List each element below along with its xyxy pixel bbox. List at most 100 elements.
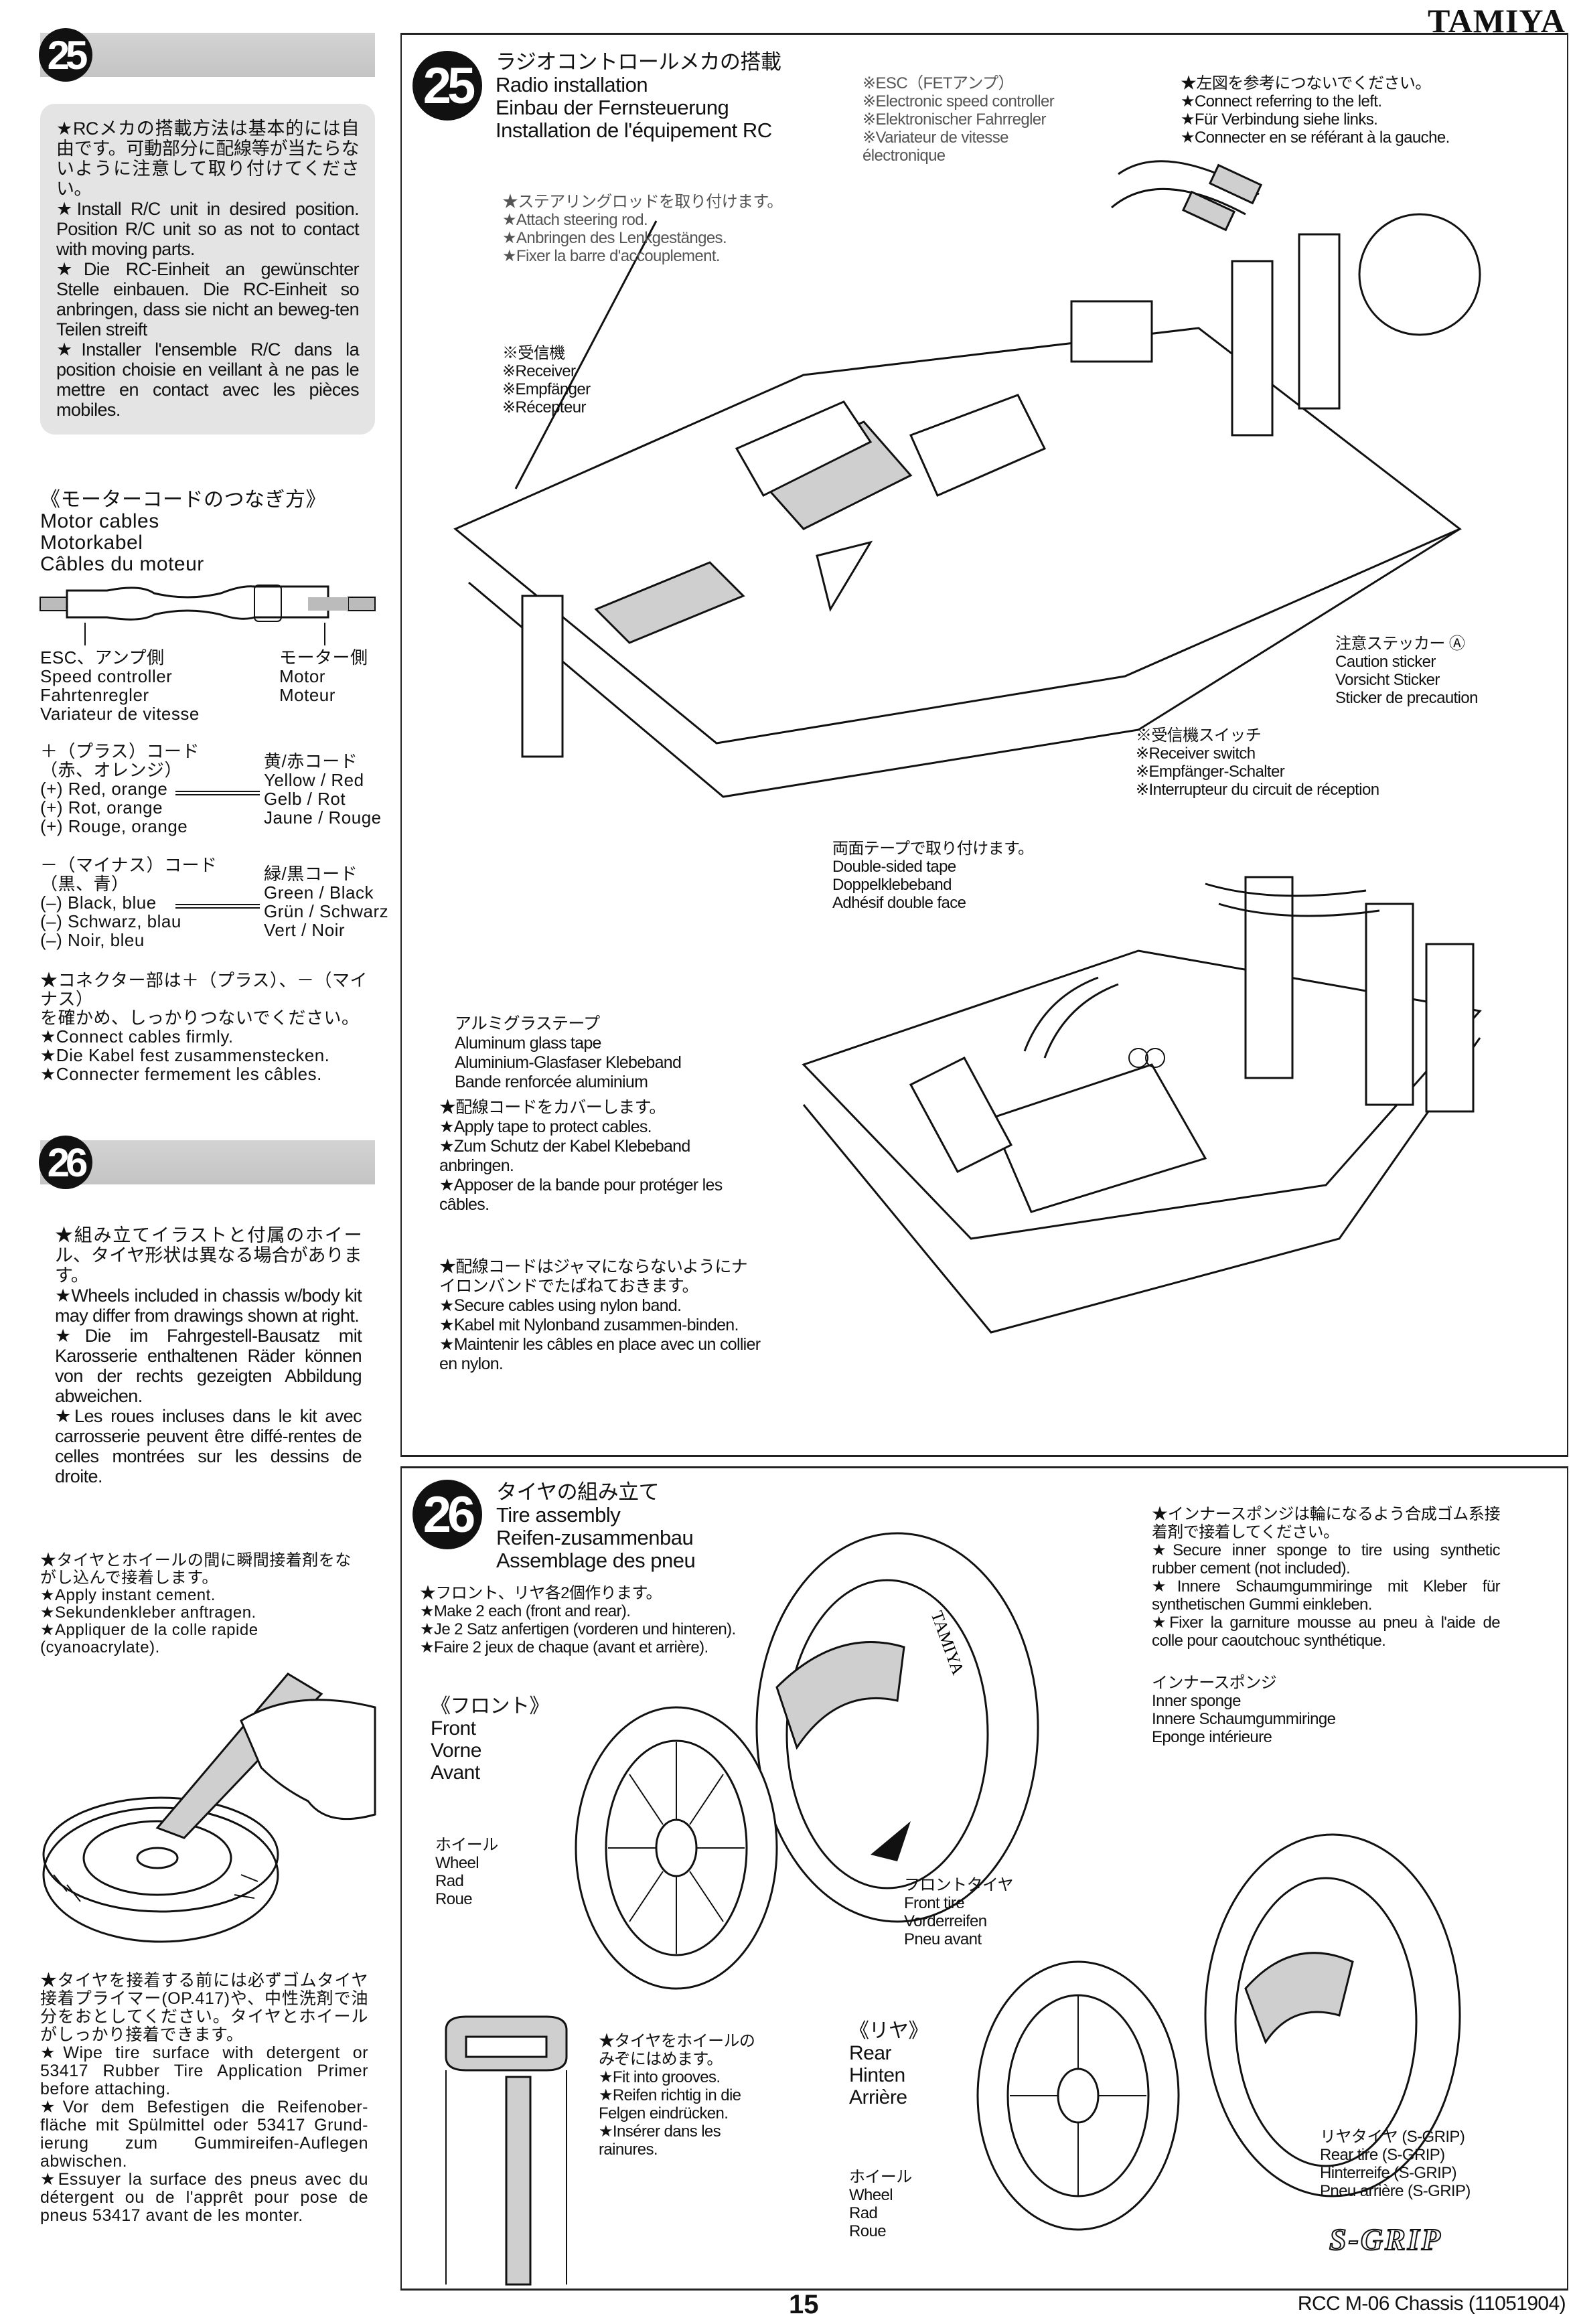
- tamiya-logo: TAMIYA: [1427, 2, 1566, 40]
- text-line: ★Insérer dans les: [599, 2122, 721, 2141]
- text-line: ※Empfänger-Schalter: [1136, 763, 1285, 781]
- text-line: Installation de l'équipement RC: [496, 119, 772, 142]
- text-line: ※受信機スイッチ: [1136, 726, 1262, 745]
- text-line: ★Install R/C unit in desired position. P…: [56, 199, 360, 259]
- text-line: ★ステアリングロッドを取り付けます。: [502, 193, 783, 211]
- plus-connect-line: [175, 791, 260, 795]
- text-line: Rad: [849, 2204, 878, 2222]
- text-line: 両面テープで取り付けます。: [832, 840, 1034, 858]
- text-line: ★Vor dem Befestigen die Reifenober-fläch…: [40, 2098, 368, 2171]
- step25-number: 25: [47, 32, 88, 78]
- text-line: Yellow / Red: [264, 770, 364, 790]
- text-line: électronique: [862, 147, 946, 165]
- make-two-each-note: ★フロント、リヤ各2個作ります。★Make 2 each (front and …: [420, 1584, 795, 1656]
- text-line: ★Wipe tire surface with detergent or 534…: [40, 2043, 368, 2098]
- text-line: 《リヤ》: [849, 2020, 929, 2042]
- text-line: ★左図を参考につないでください。: [1181, 74, 1431, 92]
- motor-connector-diagram: [40, 585, 376, 645]
- text-line: Doppelklebeband: [832, 876, 952, 894]
- text-line: Front tire: [904, 1894, 965, 1912]
- text-line: Avant: [431, 1762, 480, 1784]
- text-line: 緑/黒コード: [264, 864, 358, 884]
- text-line: ★インナースポンジは輪になるよう合成ゴム系接着剤で接着してください。: [1152, 1505, 1501, 1541]
- text-line: ★タイヤを接着する前には必ずゴムタイヤ接着プライマー(OP.417)や、中性洗剤…: [40, 1971, 368, 2044]
- text-line: Rear tire (S-GRIP): [1320, 2146, 1445, 2164]
- cable-tape-illustration: [802, 876, 1482, 1334]
- text-line: ★Anbringen des Lenkgestänges.: [502, 229, 727, 247]
- text-line: Aluminum glass tape: [455, 1034, 601, 1053]
- text-line: 注意ステッカー Ⓐ: [1335, 635, 1465, 653]
- text-line: Vorsicht Sticker: [1335, 671, 1440, 689]
- text-line: ★フロント、リヤ各2個作ります。: [420, 1584, 662, 1602]
- text-line: ★タイヤをホイールの: [599, 2032, 755, 2050]
- minus-connect-line: [175, 904, 260, 909]
- text-line: ＋（プラス）コード: [40, 741, 200, 761]
- esc-label: ※ESC（FETアンプ）※Electronic speed controller…: [862, 74, 1157, 165]
- inner-sponge-notes: ★インナースポンジは輪になるよう合成ゴム系接着剤で接着してください。★Secur…: [1152, 1505, 1501, 1650]
- text-line: ★Connect cables firmly.: [40, 1026, 234, 1047]
- text-line: Motorkabel: [40, 532, 143, 554]
- text-line: Vorderreifen: [904, 1912, 987, 1930]
- text-line: Roue: [435, 1890, 473, 1908]
- text-line: (+) Rouge, orange: [40, 816, 188, 836]
- text-line: ★Fit into grooves.: [599, 2068, 721, 2086]
- text-line: Felgen eindrücken.: [599, 2104, 729, 2122]
- text-line: ★Fixer la garniture mousse au pneu à l'a…: [1152, 1614, 1501, 1650]
- minus-code-label: －（マイナス）コード（黒、青）(–) Black, blue(–) Schwar…: [40, 856, 254, 949]
- text-line: Vorne: [431, 1739, 481, 1762]
- text-line: Bande renforcée aluminium: [455, 1073, 648, 1091]
- step26-header-bar: [40, 1140, 375, 1184]
- text-line: Hinterreife (S-GRIP): [1320, 2164, 1457, 2182]
- tire-cement-illustration: [42, 1673, 376, 1943]
- text-line: Vert / Noir: [264, 920, 346, 940]
- text-line: ※Elektronischer Fahrregler: [862, 110, 1047, 129]
- text-line: ESC、アンプ側: [40, 647, 165, 668]
- text-line: がし込んで接着します。: [40, 1569, 218, 1587]
- panel26-number: 26: [423, 1486, 476, 1543]
- text-line: Einbau der Fernsteuerung: [496, 96, 729, 119]
- text-line: Grün / Schwarz: [264, 901, 389, 921]
- rear-tire-illustration: [976, 1833, 1461, 2231]
- text-line: Front: [431, 1717, 476, 1739]
- text-line: Radio installation: [496, 73, 648, 96]
- radio-installation-illustration: [453, 160, 1481, 798]
- text-line: ※Interrupteur du circuit de réception: [1136, 781, 1379, 799]
- text-line: Moteur: [279, 685, 335, 705]
- text-line: ★Kabel mit Nylonband zusammen-binden.: [439, 1316, 739, 1334]
- text-line: (–) Schwarz, blau: [40, 911, 181, 931]
- text-line: Roue: [849, 2222, 887, 2240]
- text-line: Variateur de vitesse: [40, 704, 200, 724]
- text-line: アルミグラステープ: [455, 1014, 600, 1033]
- text-line: Hinten: [849, 2064, 905, 2086]
- text-line: ★Die im Fahrgestell-Bausatz mit Karosser…: [55, 1326, 362, 1406]
- text-line: rainures.: [599, 2141, 658, 2159]
- text-line: （黒、青）: [40, 874, 129, 894]
- text-line: Rad: [435, 1872, 464, 1890]
- text-line: 《フロント》: [431, 1695, 550, 1717]
- text-line: タイヤの組み立て: [496, 1480, 660, 1504]
- text-line: ★Je 2 Satz anfertigen (vorderen und hint…: [420, 1620, 736, 1638]
- text-line: 《モーターコードのつなぎ方》: [40, 489, 326, 511]
- text-line: Aluminium-Glasfaser Klebeband: [455, 1053, 682, 1072]
- text-line: ★Secure inner sponge to tire using synth…: [1152, 1541, 1501, 1577]
- text-line: Assemblage des pneu: [496, 1549, 696, 1572]
- text-line: Inner sponge: [1152, 1692, 1242, 1710]
- aluminum-tape-notes: ★配線コードをカバーします。★Apply tape to protect cab…: [439, 1098, 761, 1215]
- step26-number: 26: [47, 1140, 88, 1185]
- fit-grooves-notes: ★タイヤをホイールのみぞにはめます。★Fit into grooves.★Rei…: [599, 2032, 826, 2159]
- text-line: (–) Noir, bleu: [40, 930, 145, 950]
- text-line: Caution sticker: [1335, 653, 1436, 671]
- text-line: (+) Red, orange: [40, 779, 168, 799]
- step25-notes-box: ★RCメカの搭載方法は基本的には自由です。可動部分に配線等が当たらないように注意…: [40, 104, 375, 435]
- nylon-band-notes: ★配線コードはジャマにならないようにナイロンバンドでたばねておきます。★Secu…: [439, 1257, 761, 1374]
- receiver-label: ※受信機※Receiver※Empfänger※Récepteur: [502, 344, 703, 416]
- s-grip-logo: S-GRIP: [1329, 2222, 1442, 2257]
